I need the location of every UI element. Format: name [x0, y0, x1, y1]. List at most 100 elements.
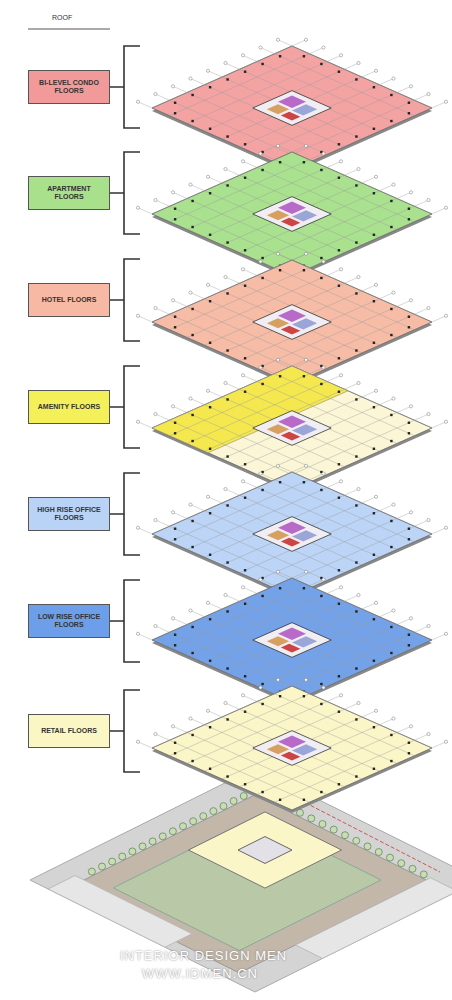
column — [338, 177, 340, 179]
column — [338, 783, 340, 785]
column — [261, 703, 263, 705]
column — [261, 383, 263, 385]
plan-stroke — [191, 293, 345, 361]
grid-bubble — [322, 686, 325, 689]
column — [390, 226, 392, 228]
plan-stroke — [205, 703, 359, 771]
column — [261, 169, 263, 171]
column — [244, 711, 246, 713]
column — [209, 192, 211, 194]
grid-bubble — [189, 609, 192, 612]
grid-bubble — [171, 85, 174, 88]
grid-bubble — [206, 389, 209, 392]
watermark: WWW.IDMEN.CN — [142, 966, 258, 981]
column — [174, 218, 176, 220]
core — [253, 197, 331, 232]
grid-bubble — [304, 252, 307, 255]
core-lifts — [278, 96, 306, 108]
core-lifts — [278, 628, 306, 640]
column — [226, 455, 228, 457]
column — [261, 277, 263, 279]
plan-stroke — [226, 383, 380, 451]
grid-bubble — [241, 694, 244, 697]
column — [355, 775, 357, 777]
column — [261, 791, 263, 793]
plan-stroke — [156, 520, 310, 588]
column — [191, 440, 193, 442]
column — [261, 595, 263, 597]
plan-stroke — [156, 414, 310, 482]
grid-bubble — [392, 609, 395, 612]
grid-bubble — [241, 160, 244, 163]
column — [191, 520, 193, 522]
grid-bubble — [206, 601, 209, 604]
column — [209, 554, 211, 556]
column — [191, 334, 193, 336]
roof-rule — [28, 29, 110, 30]
column — [279, 269, 281, 271]
program-box: HOTEL FLOORS — [28, 283, 110, 317]
column — [408, 634, 410, 636]
column — [303, 587, 305, 589]
column — [373, 192, 375, 194]
tree — [308, 815, 315, 822]
column — [408, 102, 410, 104]
tree — [149, 838, 156, 845]
site-plan — [30, 768, 452, 992]
plan-stroke — [275, 308, 429, 376]
column — [355, 349, 357, 351]
column — [191, 734, 193, 736]
grid-bubble — [241, 268, 244, 271]
grid-bubble — [136, 420, 139, 423]
core-stairs — [292, 424, 317, 435]
grid-bubble — [357, 275, 360, 278]
grid-bubble — [206, 283, 209, 286]
plan-stroke — [205, 63, 359, 131]
grid-bubble — [444, 100, 447, 103]
column — [408, 432, 410, 434]
grid-bubble — [224, 701, 227, 704]
plan-stroke — [275, 94, 429, 162]
grid-bubble — [304, 38, 307, 41]
grid-bubble — [322, 46, 325, 49]
grid-bubble — [136, 526, 139, 529]
column — [390, 94, 392, 96]
grid-bubble — [427, 412, 430, 415]
floor-plate — [136, 570, 447, 705]
column — [390, 440, 392, 442]
column — [338, 71, 340, 73]
grid-bubble — [392, 183, 395, 186]
plan-stroke — [191, 611, 345, 679]
grid-bubble — [322, 578, 325, 581]
road — [48, 876, 192, 948]
column — [408, 644, 410, 646]
column — [244, 357, 246, 359]
column — [174, 422, 176, 424]
plan-stroke — [191, 399, 345, 467]
column — [320, 791, 322, 793]
tree — [319, 821, 326, 828]
plan-stroke — [226, 169, 380, 237]
tree — [353, 837, 360, 844]
grid-bubble — [357, 167, 360, 170]
plan-stroke — [156, 200, 310, 268]
column — [174, 752, 176, 754]
column — [408, 752, 410, 754]
grid-bubble — [189, 183, 192, 186]
column — [320, 683, 322, 685]
grid-bubble — [357, 61, 360, 64]
grid-bubble — [409, 299, 412, 302]
column — [191, 200, 193, 202]
column — [261, 63, 263, 65]
column — [355, 561, 357, 563]
core-risers — [281, 752, 301, 761]
grid-bubble — [136, 740, 139, 743]
grid-bubble — [322, 260, 325, 263]
grid-bubble — [444, 420, 447, 423]
column — [209, 726, 211, 728]
column — [226, 78, 228, 80]
grid-bubble — [374, 389, 377, 392]
column — [408, 326, 410, 328]
plan-stroke — [156, 626, 310, 694]
column — [174, 528, 176, 530]
